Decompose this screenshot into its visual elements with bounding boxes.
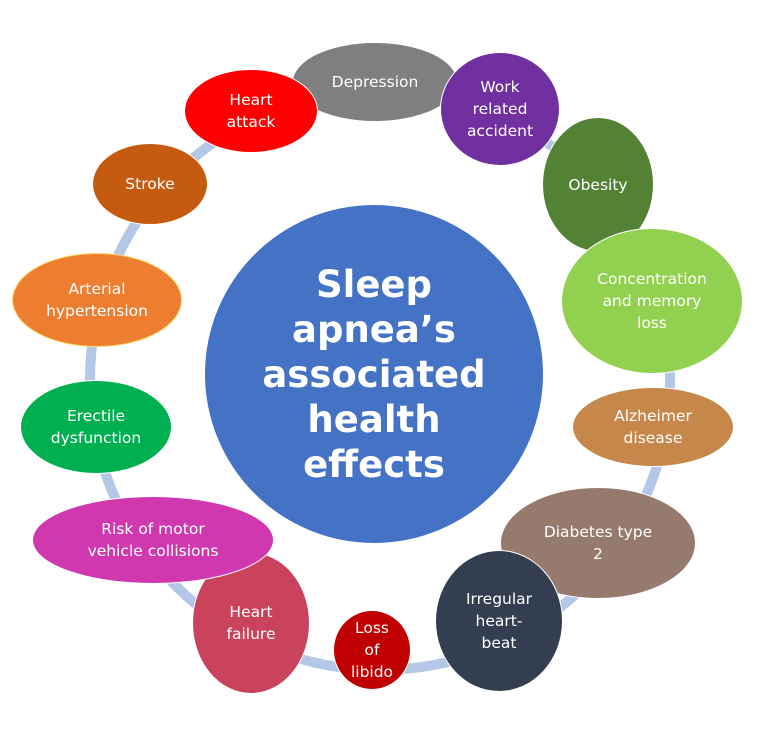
node-concentration-memory-loss: Concentration and memory loss bbox=[561, 228, 743, 374]
node-stroke: Stroke bbox=[92, 143, 208, 225]
center-title: Sleep apnea’s associated health effects bbox=[205, 205, 543, 543]
node-loss-of-libido: Loss of libido bbox=[333, 610, 411, 690]
node-heart-attack: Heart attack bbox=[184, 69, 318, 153]
node-alzheimer-disease: Alzheimer disease bbox=[572, 387, 734, 467]
node-irregular-heartbeat: Irregular heart- beat bbox=[435, 550, 563, 692]
node-work-related-accident: Work related accident bbox=[440, 52, 560, 166]
node-arterial-hypertension: Arterial hypertension bbox=[12, 253, 182, 347]
node-risk-of-motor-vehicle-collisions: Risk of motor vehicle collisions bbox=[32, 496, 274, 584]
node-erectile-dysfunction: Erectile dysfunction bbox=[20, 380, 172, 474]
node-diabetes-type-2: Diabetes type 2 bbox=[500, 487, 696, 599]
node-depression: Depression bbox=[292, 42, 458, 122]
